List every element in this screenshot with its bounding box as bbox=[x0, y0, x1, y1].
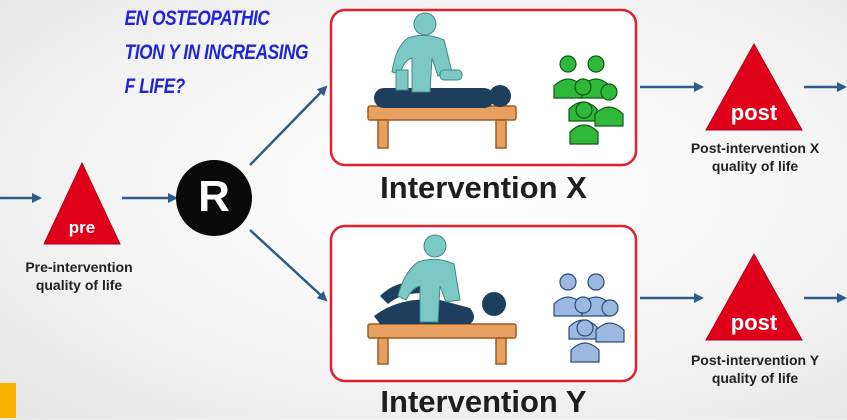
randomization-circle-icon bbox=[176, 160, 252, 236]
post-y-marker-label: post bbox=[730, 310, 778, 335]
triangle-post-icon bbox=[705, 252, 803, 341]
post-y-caption: Post-intervention Y quality of life bbox=[664, 351, 846, 387]
post-x-caption-line-2: quality of life bbox=[711, 158, 799, 174]
question-line-1: EN OSTEOPATHIC bbox=[124, 7, 270, 30]
pre-caption-line-2: quality of life bbox=[35, 277, 123, 293]
intervention-y-panel bbox=[329, 224, 638, 383]
post-y-caption-line-2: quality of life bbox=[711, 370, 799, 386]
flow-arrows bbox=[0, 82, 847, 303]
pre-caption-line-1: Pre-intervention bbox=[25, 259, 133, 275]
massage-therapy-icon bbox=[367, 12, 517, 149]
post-x-marker-label: post bbox=[730, 100, 778, 125]
arrow-icon bbox=[249, 229, 328, 302]
arrow-icon bbox=[249, 85, 328, 166]
research-question: EN OSTEOPATHIC TION Y IN INCREASING F LI… bbox=[0, 2, 309, 104]
green-group-icon bbox=[553, 55, 624, 145]
triangle-post-icon bbox=[705, 42, 803, 131]
triangle-pre-icon bbox=[43, 161, 121, 245]
pre-marker-label: pre bbox=[68, 218, 96, 237]
post-x-caption: Post-intervention X quality of life bbox=[664, 139, 846, 175]
question-line-2: TION Y IN INCREASING bbox=[124, 41, 309, 64]
intervention-x-panel bbox=[329, 8, 638, 167]
blue-group-icon bbox=[553, 273, 625, 363]
post-y-caption-line-1: Post-intervention Y bbox=[690, 352, 820, 368]
intervention-y-title: Intervention Y bbox=[380, 384, 587, 419]
randomization-label: R bbox=[198, 172, 230, 221]
question-line-3: F LIFE? bbox=[124, 75, 186, 98]
spinal-manipulation-icon bbox=[367, 234, 517, 365]
intervention-x-title: Intervention X bbox=[380, 170, 587, 205]
post-x-caption-line-1: Post-intervention X bbox=[690, 140, 820, 156]
corner-accent bbox=[0, 383, 16, 418]
pre-caption: Pre-intervention quality of life bbox=[4, 258, 154, 294]
